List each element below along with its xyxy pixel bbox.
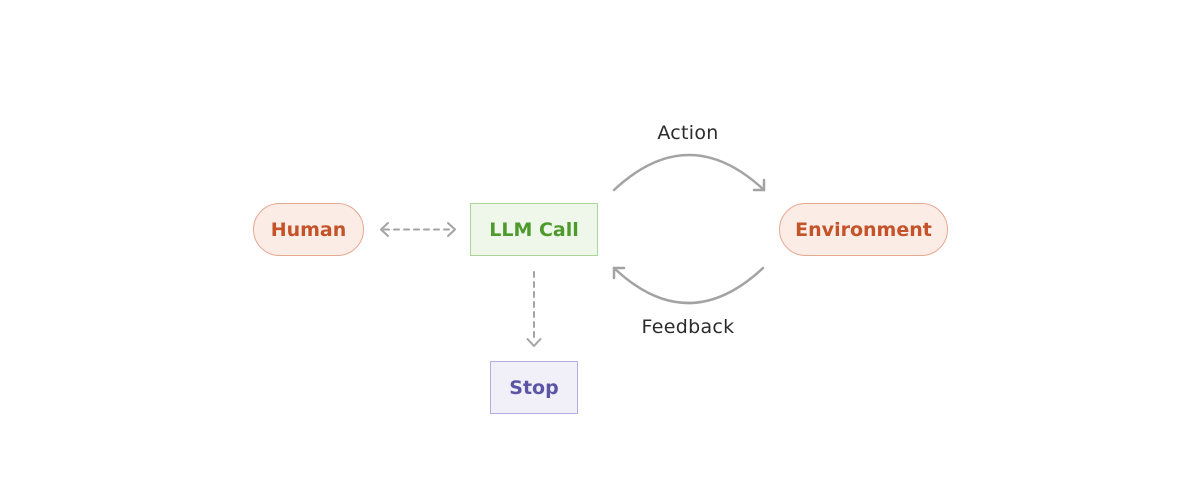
llm-call-node: LLM Call <box>470 203 598 256</box>
feedback-label: Feedback <box>641 316 735 338</box>
environment-node: Environment <box>779 203 948 256</box>
action-arc-arrow <box>612 153 766 192</box>
action-label: Action <box>657 122 719 144</box>
human-llm-dashed-arrow <box>380 222 456 237</box>
human-node: Human <box>253 203 364 256</box>
stop-node: Stop <box>490 361 578 414</box>
feedback-arc-arrow <box>612 266 765 305</box>
llm-stop-dashed-arrow <box>526 271 542 347</box>
